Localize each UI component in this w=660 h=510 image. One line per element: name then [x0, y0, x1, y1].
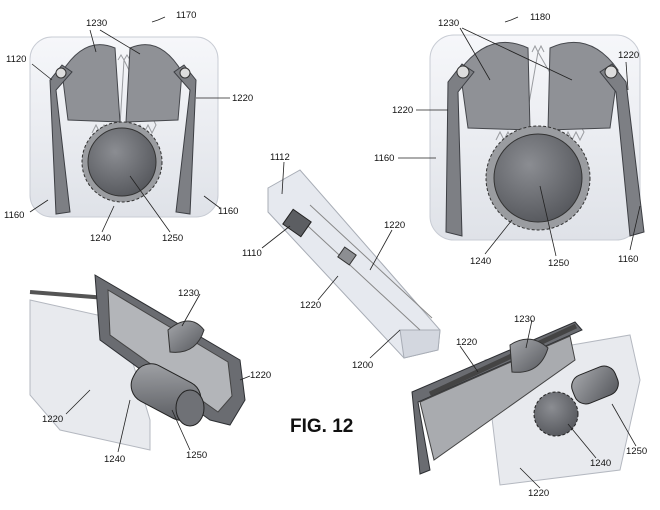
device-gear — [337, 246, 357, 266]
label-1220: 1220 — [618, 50, 639, 61]
pivot-left — [55, 67, 67, 79]
pawl-right — [547, 41, 619, 131]
label-1250: 1250 — [548, 258, 569, 269]
rod — [428, 323, 578, 397]
label-1220: 1220 — [300, 300, 321, 311]
label-1112: 1112 — [270, 152, 290, 163]
view-1180 — [429, 34, 645, 241]
arm-left — [445, 63, 475, 237]
pawl — [509, 338, 549, 373]
label-1220: 1220 — [456, 337, 477, 348]
label-1250: 1250 — [162, 233, 183, 244]
figure-caption: FIG. 12 — [290, 416, 353, 437]
pawl-right — [125, 44, 183, 123]
leader-lines — [29, 16, 641, 489]
device-motor — [282, 208, 312, 238]
gear — [493, 133, 583, 223]
pawl-left — [61, 44, 121, 123]
arm-left — [49, 64, 73, 215]
label-1220: 1220 — [42, 414, 63, 425]
label-1160: 1160 — [218, 206, 238, 217]
label-1250: 1250 — [626, 446, 647, 457]
pawl-left — [459, 41, 531, 131]
label-1230: 1230 — [178, 288, 199, 299]
gear — [533, 391, 579, 437]
outer-housing — [411, 321, 583, 475]
pawl — [167, 320, 205, 353]
label-1120: 1120 — [6, 54, 26, 65]
label-1230: 1230 — [514, 314, 535, 325]
view-bottom-right — [411, 321, 641, 486]
label-1220: 1220 — [384, 220, 405, 231]
label-1160: 1160 — [374, 153, 394, 164]
label-1220: 1220 — [250, 370, 271, 381]
label-1220: 1220 — [392, 105, 413, 116]
label-1220: 1220 — [528, 488, 549, 499]
label-1170: 1170 — [176, 10, 196, 21]
arm-right — [173, 64, 197, 215]
label-1180: 1180 — [530, 12, 550, 23]
label-1160: 1160 — [618, 254, 638, 265]
label-1220: 1220 — [232, 93, 253, 104]
label-1240: 1240 — [104, 454, 125, 465]
label-1230: 1230 — [86, 18, 107, 29]
label-1240: 1240 — [590, 458, 611, 469]
pivot-right — [604, 65, 618, 79]
pivot-left — [456, 65, 470, 79]
motor — [571, 365, 619, 405]
device-rail — [295, 204, 433, 331]
label-1110: 1110 — [242, 248, 262, 259]
view-1170 — [29, 36, 219, 218]
label-1230: 1230 — [438, 18, 459, 29]
gear-end — [175, 389, 205, 427]
label-1200: 1200 — [352, 360, 373, 371]
reference-labels: 1170 1180 1230 1120 1220 1160 1160 1240 … — [4, 10, 647, 499]
device-1200 — [267, 169, 441, 359]
label-1160: 1160 — [4, 210, 24, 221]
gear — [87, 127, 157, 197]
arm-right — [599, 63, 645, 237]
label-1240: 1240 — [90, 233, 111, 244]
label-1250: 1250 — [186, 450, 207, 461]
pivot-right — [179, 67, 191, 79]
label-1240: 1240 — [470, 256, 491, 267]
device-end-face — [399, 329, 441, 359]
view-bottom-left — [29, 274, 246, 451]
